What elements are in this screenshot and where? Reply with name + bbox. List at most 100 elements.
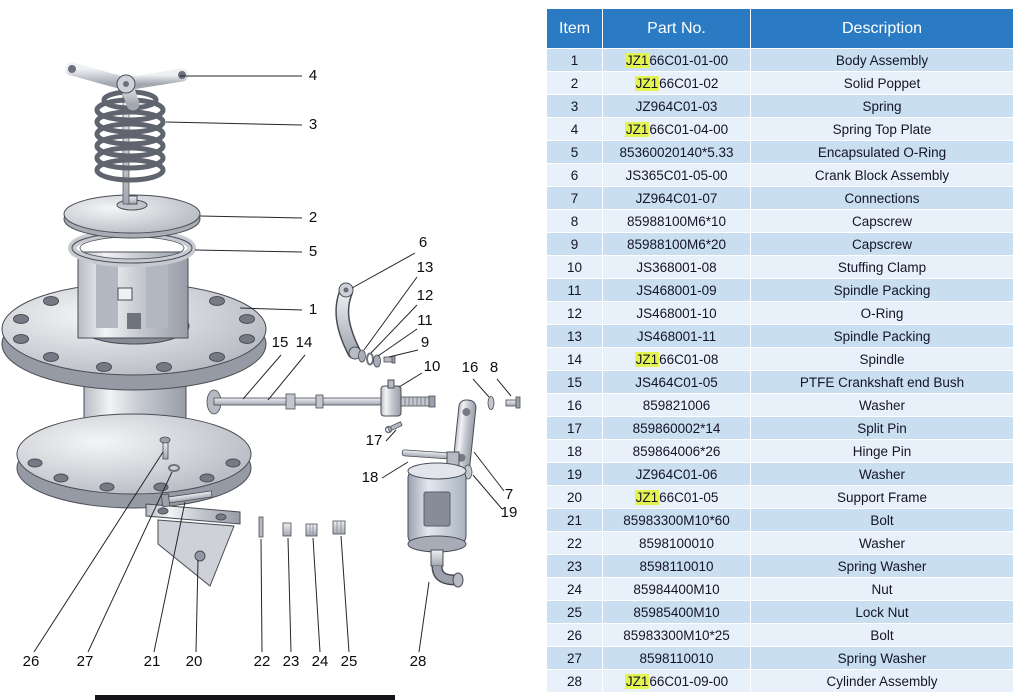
leader-line	[351, 252, 416, 289]
description-cell: Spindle Packing	[750, 278, 1014, 302]
item-cell: 3	[546, 94, 603, 118]
highlighted-part-prefix: JZ1	[634, 75, 660, 91]
leader-line	[260, 538, 263, 653]
item-cell: 26	[546, 623, 603, 647]
item-cell: 22	[546, 531, 603, 555]
leader-line	[496, 378, 512, 397]
description-cell: Lock Nut	[750, 600, 1014, 624]
part-no-cell: JZ964C01-06	[602, 462, 751, 486]
item-cell: 28	[546, 669, 603, 693]
description-cell: Capscrew	[750, 232, 1014, 256]
callout-label: 21	[144, 653, 161, 670]
description-cell: Nut	[750, 577, 1014, 601]
part-spring-top-plate	[65, 62, 189, 111]
leader-line	[287, 537, 292, 653]
leader-line	[377, 328, 418, 357]
callout-label: 27	[77, 653, 94, 670]
description-cell: Bolt	[750, 623, 1014, 647]
part-no-cell: JZ166C01-08	[602, 347, 751, 371]
part-split-pin	[384, 421, 403, 434]
part-no-cell: 85988100M6*10	[602, 209, 751, 233]
item-cell: 11	[546, 278, 603, 302]
item-cell: 27	[546, 646, 603, 670]
description-cell: Spring Top Plate	[750, 117, 1014, 141]
part-no-cell: JS464C01-05	[602, 370, 751, 394]
leader-line	[153, 501, 186, 653]
callout-label: 19	[501, 504, 518, 521]
part-no-cell: JS468001-09	[602, 278, 751, 302]
callout-label: 14	[296, 334, 313, 351]
leader-line	[398, 372, 423, 388]
part-solid-poppet	[63, 194, 201, 239]
item-cell: 23	[546, 554, 603, 578]
callout-label: 17	[366, 432, 383, 449]
description-cell: Washer	[750, 531, 1014, 555]
item-cell: 20	[546, 485, 603, 509]
part-washer-22	[258, 516, 264, 538]
item-cell: 9	[546, 232, 603, 256]
description-cell: Hinge Pin	[750, 439, 1014, 463]
callout-label: 3	[309, 116, 317, 133]
part-bolt-26	[159, 436, 171, 460]
callout-label: 18	[362, 469, 379, 486]
item-cell: 5	[546, 140, 603, 164]
part-stuffing-clamp	[380, 379, 402, 417]
item-cell: 8	[546, 209, 603, 233]
leader-line	[473, 451, 505, 492]
callout-label: 5	[309, 243, 317, 260]
callout-label: 26	[23, 653, 40, 670]
description-cell: Spring	[750, 94, 1014, 118]
leader-line	[312, 537, 321, 653]
callout-label: 20	[186, 653, 203, 670]
part-capscrew-8	[505, 396, 521, 409]
part-spring-washer-23	[282, 522, 292, 537]
part-nut-24	[305, 523, 318, 537]
item-cell: 1	[546, 48, 603, 72]
description-cell: Spindle Packing	[750, 324, 1014, 348]
part-no-cell: 85983300M10*25	[602, 623, 751, 647]
part-no-cell: 85985400M10	[602, 600, 751, 624]
callout-label: 1	[309, 301, 317, 318]
item-cell: 13	[546, 324, 603, 348]
leader-line	[267, 354, 306, 401]
part-bolt-21	[160, 490, 213, 508]
callout-label: 2	[309, 209, 317, 226]
part-spring-washer-27	[168, 464, 180, 472]
table-header-row: Item Part No. Description	[546, 8, 1014, 49]
part-lock-nut-25	[332, 520, 346, 535]
item-cell: 17	[546, 416, 603, 440]
callout-label: 16	[462, 359, 479, 376]
part-no-cell: 8598110010	[602, 646, 751, 670]
part-no-cell: 85988100M6*20	[602, 232, 751, 256]
highlighted-part-prefix: JZ1	[624, 52, 650, 68]
cropped-footer-strip	[95, 695, 395, 700]
highlighted-part-prefix: JZ1	[634, 351, 660, 367]
callout-label: 10	[424, 358, 441, 375]
item-cell: 25	[546, 600, 603, 624]
description-cell: Cylinder Assembly	[750, 669, 1014, 693]
description-cell: Connections	[750, 186, 1014, 210]
part-crank-block	[335, 282, 362, 360]
description-cell: Spindle	[750, 347, 1014, 371]
item-cell: 16	[546, 393, 603, 417]
item-cell: 15	[546, 370, 603, 394]
part-spindle	[206, 389, 436, 415]
